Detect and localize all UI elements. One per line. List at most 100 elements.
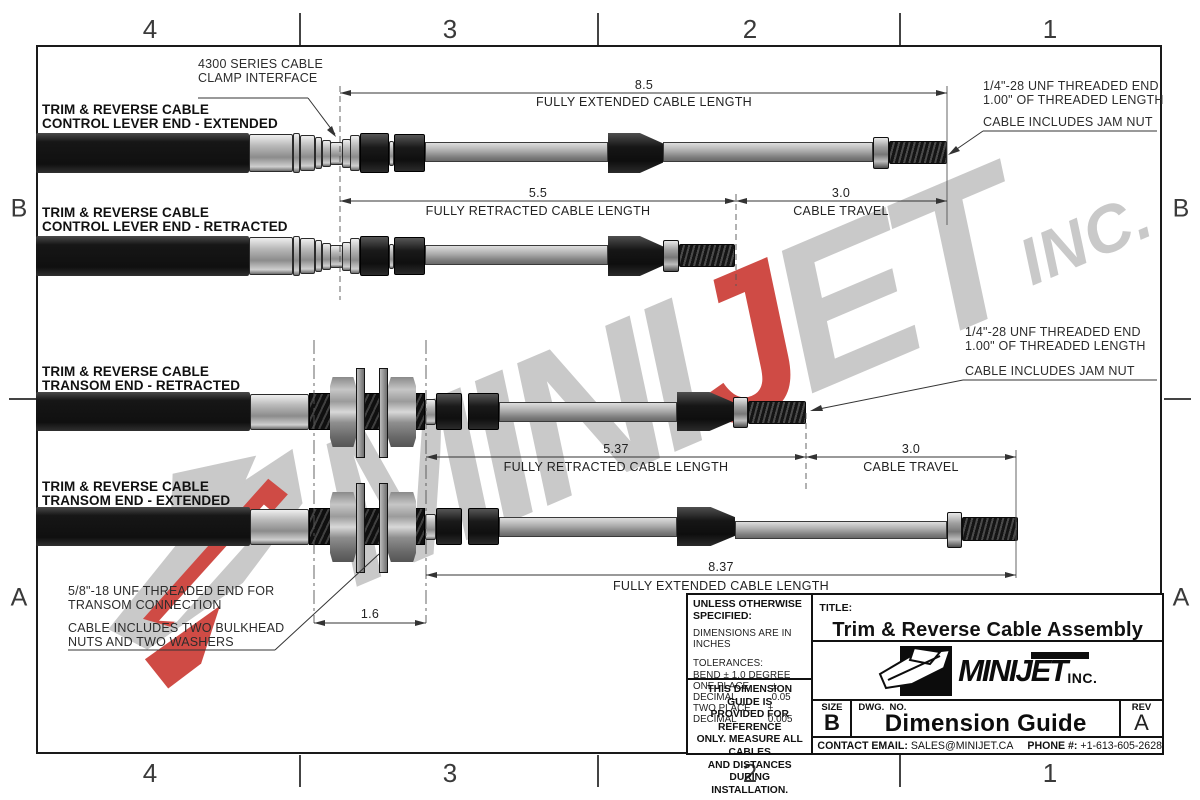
bulkhead-nut [330,377,356,447]
zone-tick [597,755,599,787]
bulkhead-nut [388,377,416,447]
zone-tick [299,755,301,787]
dim-value: 3.0 [831,186,851,200]
zone-row-label: B [10,194,28,223]
adjuster-ring [389,141,394,166]
bulkhead-nut [388,492,416,562]
brand-inc: INC. [1067,669,1098,686]
size-value: B [823,710,840,735]
cable-jacket [36,507,250,546]
dim-value: 5.37 [603,442,629,456]
rev-cell: REV A [1121,701,1162,736]
dwg-cell: DWG. NO. Dimension Guide [852,701,1121,737]
contact-email-value: SALES@MINIJET.CA [910,739,1014,752]
connector-barrel [300,135,315,171]
connector-ring [293,236,300,276]
title-label: TITLE: [819,602,853,614]
cable-rod-extended [735,521,947,539]
reference-note: THIS DIMENSION GUIDE IS PROVIDED FOR REF… [696,684,803,796]
cable-jacket [36,236,249,276]
dwg-number: Dimension Guide [884,710,1087,737]
dim-label: CABLE TRAVEL [793,204,889,218]
zone-col-label: 1 [1042,14,1058,44]
jam-nut [663,240,679,272]
thread-tip [425,514,436,540]
zone-tick [1164,398,1191,400]
jam-nut [873,137,889,169]
zone-tick [299,13,301,45]
dim-label: FULLY RETRACTED CABLE LENGTH [425,204,651,218]
contact-row: CONTACT EMAIL: SALES@MINIJET.CA PHONE #:… [813,738,1162,753]
washer [379,483,388,573]
dim-label: CABLE TRAVEL [863,460,959,474]
title-block: UNLESS OTHERWISE SPECIFIED: DIMENSIONS A… [686,593,1164,796]
dim-label: FULLY EXTENDED CABLE LENGTH [612,579,830,593]
callout-jam-nut-top: CABLE INCLUDES JAM NUT [983,115,1153,129]
connector-ring [315,240,322,272]
tolerance-one-place: ONE PLACE DECIMAL± 0.05 [693,681,791,703]
washer [356,483,365,573]
cable-rod [425,245,608,265]
cone-fitting [677,392,733,431]
zone-col-label: 4 [142,758,158,788]
connector-barrel [249,237,293,275]
dim-label: FULLY EXTENDED CABLE LENGTH [535,95,753,109]
adjuster-block [360,133,389,173]
tolerance-two-place: TWO PLACE DECIMAL± 0.005 [693,703,793,725]
zone-row-label: A [1172,583,1190,612]
zone-col-label: 4 [142,14,158,44]
zone-tick [899,13,901,45]
jam-nut [947,512,962,548]
dimensions-in-inches: DIMENSIONS ARE IN INCHES [693,628,792,650]
tolerances-heading: TOLERANCES: [693,658,764,669]
dim-value: 5.5 [528,186,548,200]
ferrule [250,394,309,430]
connector-barrel [249,134,293,172]
threaded-end [679,244,735,267]
washer [379,368,388,458]
zone-row-label: A [10,583,28,612]
cone-fitting [608,133,663,173]
zone-tick [597,13,599,45]
cone-fitting [608,236,663,276]
contact-email-label: CONTACT EMAIL: [817,739,908,752]
zone-tick [9,398,36,400]
brand-logo: MINIJET INC. [813,642,1162,701]
phone-value: +1-613-605-2628 [1080,739,1162,752]
threaded-end [889,141,947,164]
cone-fitting [677,507,735,546]
bulkhead-nut [330,492,356,562]
cable-jacket [36,133,249,173]
zone-row-label: B [1172,194,1190,223]
dim-value: 8.37 [708,560,734,574]
threaded-end [748,401,806,424]
adjuster-block [468,508,499,545]
adjuster-block [360,236,389,276]
connector-collar [350,135,360,171]
cable-rod [499,402,677,422]
dim-label: FULLY RETRACTED CABLE LENGTH [503,460,729,474]
drawing-title: Trim & Reverse Cable Assembly [832,619,1144,641]
zone-col-label: 3 [442,14,458,44]
unless-otherwise-heading: UNLESS OTHERWISE SPECIFIED: [693,598,802,622]
cable-rod [663,142,873,162]
adjuster-block [436,508,462,545]
zone-tick [899,755,901,787]
zone-col-label: 1 [1042,758,1058,788]
zone-col-label: 2 [742,14,758,44]
thread-tip [425,399,436,425]
callout-jam-nut-mid: CABLE INCLUDES JAM NUT [965,364,1135,378]
brand-bar [1031,652,1090,659]
rev-value: A [1134,710,1149,735]
title-row: TITLE: Trim & Reverse Cable Assembly [813,595,1162,642]
